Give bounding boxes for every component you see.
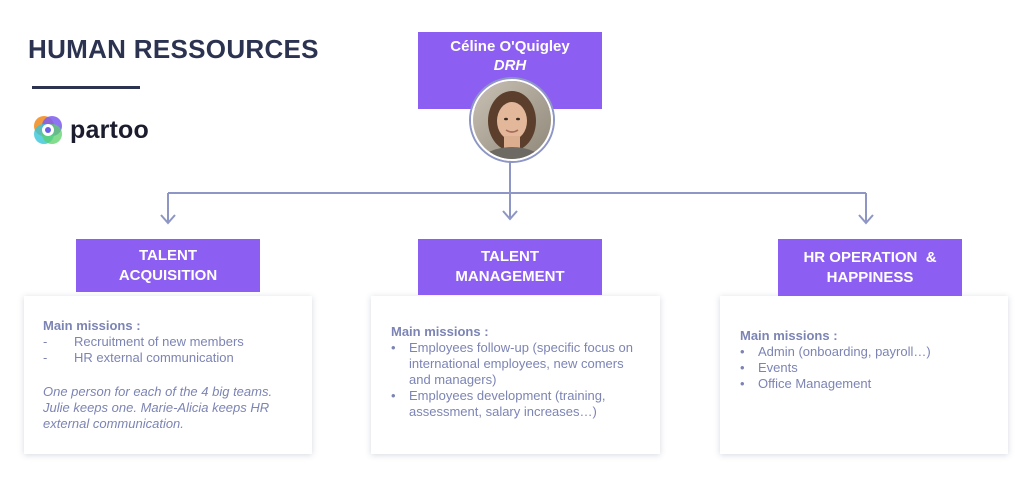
dept-title-line: TALENT	[138, 246, 198, 264]
talent-management-box: TALENT MANAGEMENT	[418, 239, 602, 295]
arrow-head-center	[502, 210, 518, 221]
arrow-head-right	[858, 214, 874, 225]
mission-item: Employees follow-up (specific focus on i…	[391, 340, 638, 388]
mission-item: Admin (onboarding, payroll…)	[740, 344, 990, 360]
head-role: DRH	[493, 57, 527, 74]
missions-label: Main missions :	[740, 328, 838, 343]
head-name: Céline O'Quigley	[450, 38, 570, 55]
mission-item: Events	[740, 360, 990, 376]
head-avatar	[471, 79, 553, 161]
mission-item: HR external communication	[43, 350, 296, 366]
missions-list: Recruitment of new members HR external c…	[43, 334, 296, 366]
talent-acquisition-box: TALENT ACQUISITION	[76, 239, 260, 292]
logo-text: partoo	[70, 115, 149, 144]
hr-operation-card: Main missions : Admin (onboarding, payro…	[720, 296, 1008, 454]
talent-acquisition-card: Main missions : Recruitment of new membe…	[24, 296, 312, 454]
team-note: One person for each of the 4 big teams. …	[43, 384, 273, 431]
dept-title-line: ACQUISITION	[118, 266, 218, 284]
avatar-photo	[473, 81, 551, 159]
mission-item: Recruitment of new members	[43, 334, 296, 350]
mission-item: Office Management	[740, 376, 990, 392]
missions-label: Main missions :	[43, 318, 141, 333]
hr-operation-box: HR OPERATION & HAPPINESS	[778, 239, 962, 296]
dept-title-line: HR OPERATION &	[803, 248, 937, 266]
dept-title-line: TALENT	[480, 248, 540, 265]
missions-list: Admin (onboarding, payroll…) Events Offi…	[740, 344, 990, 392]
partoo-logo-icon	[34, 116, 62, 144]
title-underline	[32, 86, 140, 89]
dept-title-line: MANAGEMENT	[455, 268, 565, 285]
missions-label: Main missions :	[391, 324, 489, 339]
page-title: HUMAN RESSOURCES	[28, 34, 319, 64]
missions-list: Employees follow-up (specific focus on i…	[391, 340, 638, 420]
dept-title-line: HAPPINESS	[826, 268, 914, 286]
mission-item: Employees development (training, assessm…	[391, 388, 638, 420]
talent-management-card: Main missions : Employees follow-up (spe…	[371, 296, 660, 454]
partoo-logo: partoo	[31, 113, 149, 147]
arrow-head-left	[160, 214, 176, 225]
